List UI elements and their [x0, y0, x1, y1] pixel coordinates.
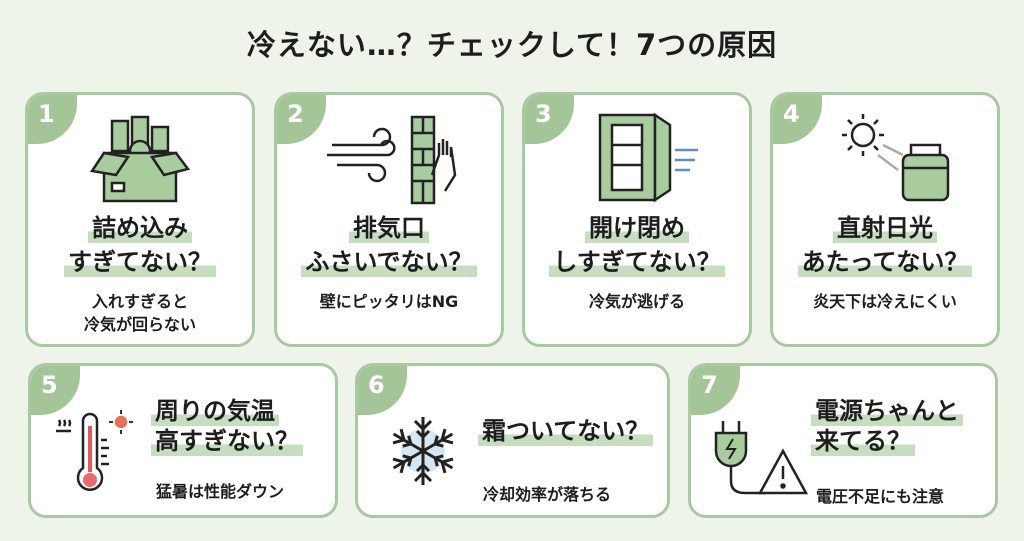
- number-badge: 3: [525, 95, 574, 144]
- heading-line-1: 霜ついてない？: [478, 416, 654, 446]
- heading-line-1: 電源ちゃんと: [811, 396, 963, 426]
- description-2: 冷気が回らない: [83, 315, 196, 334]
- description: 冷気が逃げる: [588, 292, 685, 311]
- description: 冷却効率が落ちる: [483, 485, 612, 504]
- overfilled-box-icon: [90, 115, 190, 203]
- heading-line-2: しすぎてない？: [549, 247, 725, 277]
- heading-line-1: 排気口: [349, 213, 429, 243]
- number-badge: 6: [358, 366, 407, 415]
- heading-line-2: 来てる？: [811, 426, 915, 456]
- cause-card-3: 3 開け閉め しすぎてない？ 冷気が逃げる: [522, 92, 752, 347]
- cause-card-4: 4 直射日光 あたってない？ 炎天下は冷えにくい: [770, 92, 1000, 347]
- description: 入れすぎると: [91, 292, 188, 311]
- number-badge: 7: [691, 366, 740, 415]
- heading-line-1: 開け閉め: [585, 213, 689, 243]
- heading-line-2: あたってない？: [797, 247, 973, 277]
- heading-line-2: すぎてない？: [64, 247, 216, 277]
- number-badge: 4: [773, 95, 822, 144]
- heading-line-1: 詰め込み: [88, 213, 192, 243]
- cause-card-7: 7 電源ちゃんと 来てる？ 電圧不足にも注意: [688, 363, 998, 518]
- heading-line-1: 周りの気温: [151, 396, 279, 426]
- cause-card-5: 5 周りの気温 高すぎない？ 猛暑は性能ダウン: [28, 363, 338, 518]
- open-fridge-icon: [598, 112, 698, 203]
- description: 電圧不足にも注意: [816, 487, 945, 506]
- plug-warning-icon: [714, 421, 809, 495]
- sun-cooler-icon: [842, 114, 950, 202]
- cause-card-1: 1 詰め込み すぎてない？ 入れすぎると冷気が回らない: [25, 92, 255, 347]
- description: 猛暑は性能ダウン: [156, 482, 285, 501]
- blocked-vent-wall-icon: [327, 115, 457, 205]
- snowflake-icon: [388, 417, 458, 487]
- description: 炎天下は冷えにくい: [813, 292, 957, 311]
- cause-card-2: 2 排気口 ふさいでない？ 壁にピッタリはNG: [274, 92, 504, 347]
- heading-line-1: 直射日光: [833, 213, 937, 243]
- cause-card-6: 6 霜ついてない？ 冷却効率が落ちる: [355, 363, 670, 518]
- thermometer-icon: [56, 410, 133, 491]
- heading-line-2: ふさいでない？: [301, 247, 477, 277]
- description: 壁にピッタリはNG: [319, 292, 459, 311]
- number-badge: 1: [28, 95, 77, 144]
- page-title: 冷えない…？チェックして！7つの原因: [246, 28, 778, 62]
- heading-line-2: 高すぎない？: [151, 426, 303, 456]
- number-badge: 2: [277, 95, 326, 144]
